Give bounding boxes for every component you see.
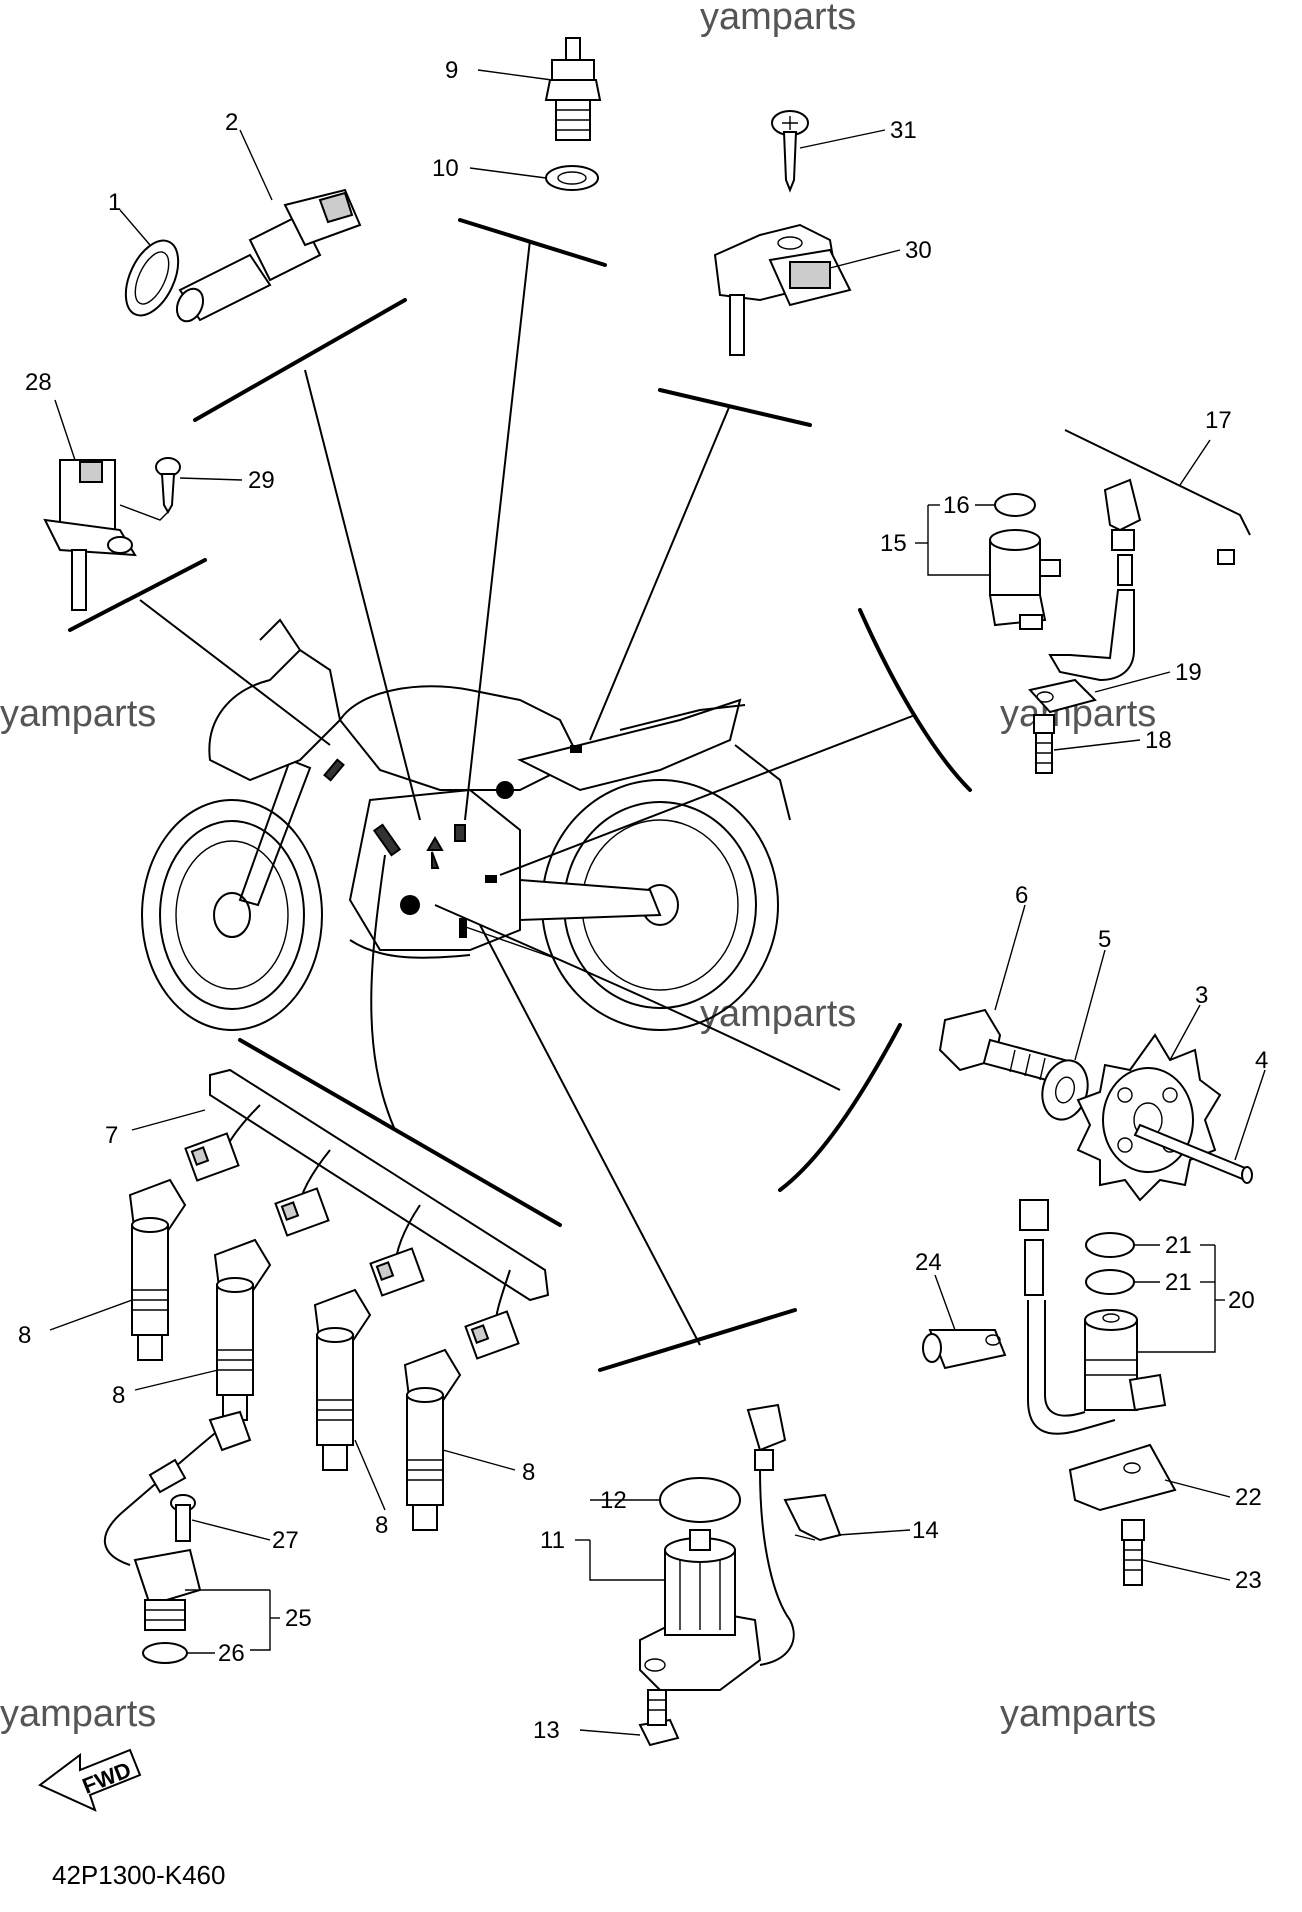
callout-8a: 8 [18, 1322, 31, 1349]
motorcycle-illustration [141, 618, 791, 1031]
part-7-sub-wire-harness [184, 1068, 550, 1360]
part-17-lead-wire [1048, 429, 1251, 682]
callout-26: 26 [218, 1640, 245, 1667]
part-12-o-ring [659, 1477, 741, 1523]
part-6-bolt [938, 1008, 1069, 1086]
part-15-sensor [988, 529, 1061, 630]
callout-27: 27 [272, 1527, 299, 1554]
part-29-screw [119, 457, 181, 521]
leader-lines [68, 218, 972, 1372]
watermark-top: yamparts [700, 0, 857, 38]
callout-31: 31 [890, 117, 917, 144]
callout-9: 9 [445, 57, 458, 84]
callout-28: 28 [25, 369, 52, 396]
part-8-ignition-coil-4 [403, 1348, 462, 1531]
callout-13: 13 [533, 1717, 560, 1744]
part-4-pin [1133, 1123, 1253, 1184]
callout-14: 14 [912, 1517, 939, 1544]
part-13-bolt [638, 1689, 680, 1747]
callout-7: 7 [105, 1122, 118, 1149]
callout-19: 19 [1175, 659, 1202, 686]
part-18-bolt [1033, 714, 1055, 774]
callout-5: 5 [1098, 926, 1111, 953]
callout-22: 22 [1235, 1484, 1262, 1511]
callout-17: 17 [1205, 407, 1232, 434]
part-21-o-ring-upper [1085, 1232, 1135, 1258]
callout-21a: 21 [1165, 1232, 1192, 1259]
part-2-temperature-sensor [175, 188, 362, 323]
part-11-sensor [639, 1529, 762, 1691]
callout-8c: 8 [375, 1512, 388, 1539]
callout-23: 23 [1235, 1567, 1262, 1594]
callout-1: 1 [108, 189, 121, 216]
callout-2: 2 [225, 109, 238, 136]
callout-18: 18 [1145, 727, 1172, 754]
callout-11: 11 [540, 1527, 565, 1554]
callout-21b: 21 [1165, 1269, 1192, 1296]
part-20-sensor [1019, 1199, 1167, 1435]
callout-3: 3 [1195, 982, 1208, 1009]
part-21-o-ring-lower [1085, 1269, 1135, 1295]
part-14-clamp [783, 1493, 842, 1542]
callout-6: 6 [1015, 882, 1028, 909]
part-8-ignition-coil-2 [213, 1238, 272, 1421]
part-23-bolt [1121, 1519, 1145, 1586]
callout-25: 25 [285, 1605, 312, 1632]
callouts: 1 2 3 4 5 6 7 8 8 8 8 9 1 [18, 57, 1268, 1744]
watermark-right-lower: yamparts [1000, 1693, 1157, 1735]
part-8-ignition-coil-1 [128, 1178, 187, 1361]
part-31-screw [771, 110, 809, 193]
part-26-o-ring [142, 1642, 188, 1664]
callout-12: 12 [600, 1487, 627, 1514]
part-28-sensor [43, 459, 137, 611]
part-24-bracket [922, 1329, 1007, 1370]
watermark-left-lower: yamparts [0, 1693, 157, 1735]
part-8-ignition-coil-3 [313, 1288, 372, 1471]
callout-8b: 8 [112, 1382, 125, 1409]
part-19-clamp [1028, 678, 1097, 714]
callout-10: 10 [432, 155, 459, 182]
diagram-code: 42P1300-K460 [52, 1860, 226, 1890]
part-11-lead [746, 1403, 795, 1666]
part-27-bolt [170, 1494, 196, 1542]
callout-8d: 8 [522, 1459, 535, 1486]
part-16-o-ring [994, 493, 1036, 517]
callout-24: 24 [915, 1249, 942, 1276]
callout-16: 16 [943, 492, 970, 519]
part-22-plate [1068, 1443, 1177, 1512]
callout-30: 30 [905, 237, 932, 264]
callout-29: 29 [248, 467, 275, 494]
callout-4: 4 [1255, 1047, 1268, 1074]
part-30-pressure-sensor [713, 223, 852, 356]
watermark-left-upper: yamparts [0, 693, 157, 735]
part-25-sensor [104, 1410, 252, 1631]
part-5-washer [1041, 1059, 1089, 1121]
callout-15: 15 [880, 530, 907, 557]
forward-direction-indicator: FWD [38, 1748, 142, 1812]
watermark-center: yamparts [700, 993, 857, 1035]
part-1-gasket [124, 239, 180, 317]
part-3-sprocket [1076, 1033, 1222, 1202]
callout-20: 20 [1228, 1287, 1255, 1314]
part-10-washer [545, 165, 599, 191]
part-9-switch [544, 37, 602, 141]
